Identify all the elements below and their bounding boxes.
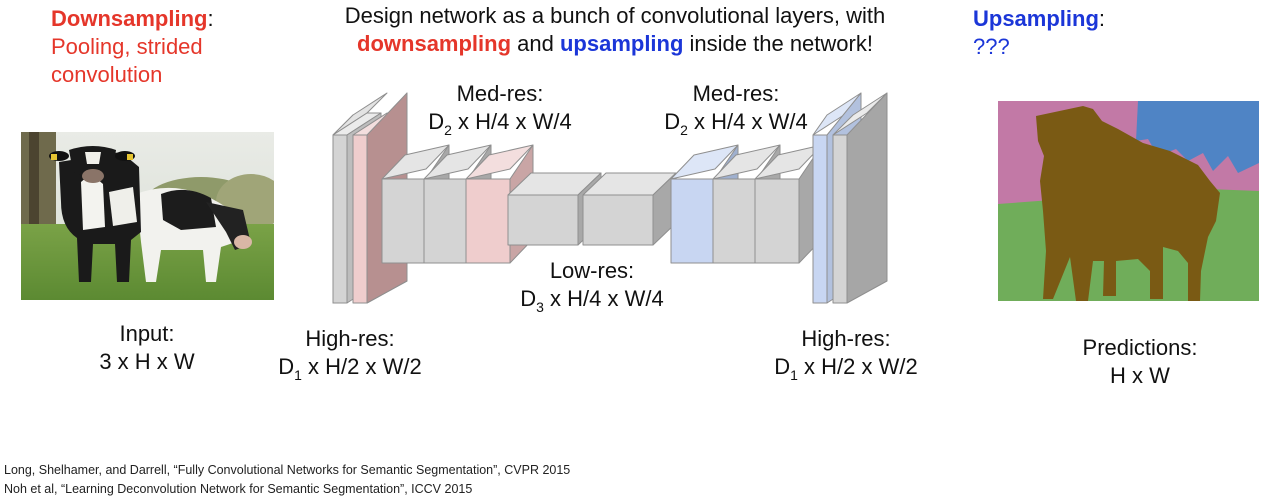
input-cow-image xyxy=(21,132,274,300)
upsampling-title: Upsampling xyxy=(973,6,1099,31)
label-highres-left-title: High-res: xyxy=(305,326,395,351)
dim-sub: 2 xyxy=(680,122,688,138)
label-lowres-title: Low-res: xyxy=(549,258,635,283)
dim-sub: 2 xyxy=(444,122,452,138)
upsampling-colon: : xyxy=(1098,6,1106,31)
header-and: and xyxy=(511,31,560,56)
predictions-label: Predictions: H x W xyxy=(1050,334,1230,390)
layer-medres-right-2 xyxy=(754,144,823,264)
network-diagram xyxy=(332,92,888,304)
label-highres-right: High-res: D1 x H/2 x W/2 xyxy=(751,325,941,383)
dim-d: D xyxy=(774,354,791,379)
label-highres-left-dims: D1 x H/2 x W/2 xyxy=(255,353,445,383)
downsampling-line-1: Pooling, strided xyxy=(51,34,203,59)
layer-lowres-2 xyxy=(582,172,677,246)
input-label: Input: 3 x H x W xyxy=(72,320,222,376)
dim-rest: x H/4 x W/4 xyxy=(543,286,664,311)
layer-lowres-1 xyxy=(507,172,602,246)
label-medres-left-dims: D2 x H/4 x W/4 xyxy=(410,108,590,138)
predictions-segmentation-image xyxy=(998,101,1259,301)
dim-d: D xyxy=(664,109,681,134)
label-lowres: Low-res: D3 x H/4 x W/4 xyxy=(502,257,682,315)
header-line-1: Design network as a bunch of convolution… xyxy=(344,3,886,28)
dim-rest: x H/4 x W/4 xyxy=(451,109,572,134)
layer-highres-right-gray xyxy=(832,92,888,304)
label-medres-left-title: Med-res: xyxy=(456,81,544,106)
dim-d: D xyxy=(278,354,295,379)
header-text: Design network as a bunch of convolution… xyxy=(290,2,940,58)
header-line-2: downsampling and upsampling inside the n… xyxy=(290,30,940,58)
downsampling-line-2: convolution xyxy=(51,62,163,87)
label-highres-right-dims: D1 x H/2 x W/2 xyxy=(751,353,941,383)
dim-d: D xyxy=(428,109,445,134)
label-medres-right-dims: D2 x H/4 x W/4 xyxy=(646,108,826,138)
downsampling-note: Downsampling: Pooling, strided convoluti… xyxy=(51,5,214,89)
dim-sub: 3 xyxy=(536,299,544,315)
label-lowres-dims: D3 x H/4 x W/4 xyxy=(502,285,682,315)
upsampling-note: Upsampling: ??? xyxy=(973,5,1105,61)
label-medres-right: Med-res: D2 x H/4 x W/4 xyxy=(646,80,826,138)
dim-d: D xyxy=(520,286,537,311)
downsampling-title: Downsampling xyxy=(51,6,208,31)
citations: Long, Shelhamer, and Darrell, “Fully Con… xyxy=(4,461,570,499)
downsampling-colon: : xyxy=(207,6,214,31)
dim-rest: x H/4 x W/4 xyxy=(687,109,808,134)
label-medres-right-title: Med-res: xyxy=(692,81,780,106)
segment-sky xyxy=(1136,101,1259,173)
label-highres-right-title: High-res: xyxy=(801,326,891,351)
predictions-label-dims: H x W xyxy=(1110,363,1170,388)
dim-sub: 1 xyxy=(294,367,302,383)
input-label-dims: 3 x H x W xyxy=(99,349,195,374)
predictions-label-title: Predictions: xyxy=(1082,335,1198,360)
citation-2: Noh et al, “Learning Deconvolution Netwo… xyxy=(4,482,473,496)
label-medres-left: Med-res: D2 x H/4 x W/4 xyxy=(410,80,590,138)
dim-sub: 1 xyxy=(790,367,798,383)
header-downsampling-word: downsampling xyxy=(357,31,512,56)
upsampling-line-1: ??? xyxy=(973,34,1010,59)
header-upsampling-word: upsampling xyxy=(559,31,684,56)
input-label-title: Input: xyxy=(119,321,175,346)
header-end: inside the network! xyxy=(683,31,873,56)
citation-1: Long, Shelhamer, and Darrell, “Fully Con… xyxy=(4,463,571,477)
dim-rest: x H/2 x W/2 xyxy=(301,354,422,379)
dim-rest: x H/2 x W/2 xyxy=(797,354,918,379)
segment-cow xyxy=(1036,106,1220,301)
label-highres-left: High-res: D1 x H/2 x W/2 xyxy=(255,325,445,383)
